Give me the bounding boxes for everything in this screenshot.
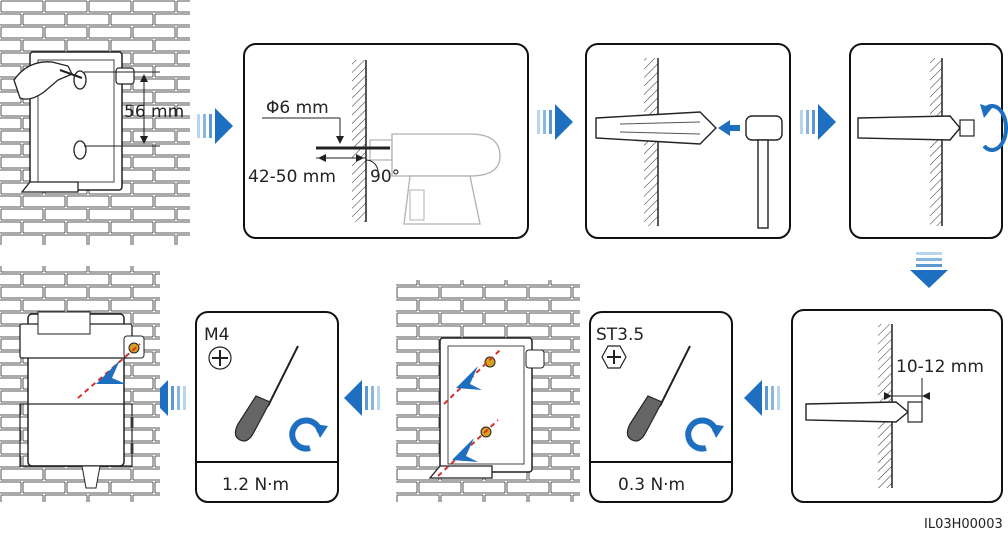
bracket-torque-label: 0.3 N·m [618, 475, 685, 495]
arrow-icon [456, 366, 482, 390]
device-on-bracket [19, 311, 145, 489]
step-insert-anchor [585, 43, 791, 239]
electric-drill [369, 133, 501, 225]
rotate-clockwise-icon [982, 104, 1008, 152]
screwdriver-icon [234, 345, 299, 442]
figure-code: IL03H00003 [924, 517, 1003, 532]
bracket-screw-label: ST3.5 [596, 325, 644, 345]
step-mount-device [0, 266, 160, 502]
screw-icon [484, 356, 496, 368]
screwdriver-icon [626, 345, 691, 442]
flow-arrow-icon [910, 252, 948, 288]
flow-arrow-icon [197, 108, 233, 144]
cross-screw-head-icon [208, 346, 232, 370]
flow-arrow-icon [800, 104, 836, 140]
arrow-left-icon [718, 120, 740, 136]
device-torque-label: 1.2 N·m [222, 475, 289, 495]
hammer-icon [745, 115, 783, 229]
step-drill-holes: Φ6 mm 42-50 mm 90° [243, 43, 529, 239]
flow-arrow-icon [344, 380, 380, 416]
tighten-panel [849, 43, 1003, 239]
step-bracket-screw: ST3.5 0.3 N·m [589, 311, 733, 503]
device-screw-label: M4 [204, 325, 229, 345]
drill-depth-label: 42-50 mm [248, 167, 336, 187]
flow-arrow-icon [537, 104, 573, 140]
expansion-anchor [595, 111, 717, 145]
rotate-clockwise-icon [289, 417, 323, 452]
step-mark-holes: 56 mm [0, 0, 190, 245]
arrow-icon [452, 438, 478, 462]
hand-with-marker [13, 61, 83, 100]
step-tighten-anchor [849, 43, 1008, 239]
drill-angle-label: 90° [370, 167, 400, 187]
step-device-screw: M4 1.2 N·m [195, 311, 339, 503]
rotate-clockwise-icon [685, 417, 719, 452]
bolt-protrusion-label: 10-12 mm [896, 357, 984, 377]
bracket-spacing-label: 56 mm [124, 102, 184, 122]
step-fix-bracket [396, 280, 580, 502]
flow-arrow-icon [744, 380, 780, 416]
arrow-icon [96, 360, 126, 384]
step-check-protrusion: 10-12 mm [791, 309, 1003, 503]
bracket-screw-panel [589, 311, 733, 503]
hex-screw-head-icon [601, 345, 627, 369]
drill-diameter-label: Φ6 mm [266, 98, 329, 118]
